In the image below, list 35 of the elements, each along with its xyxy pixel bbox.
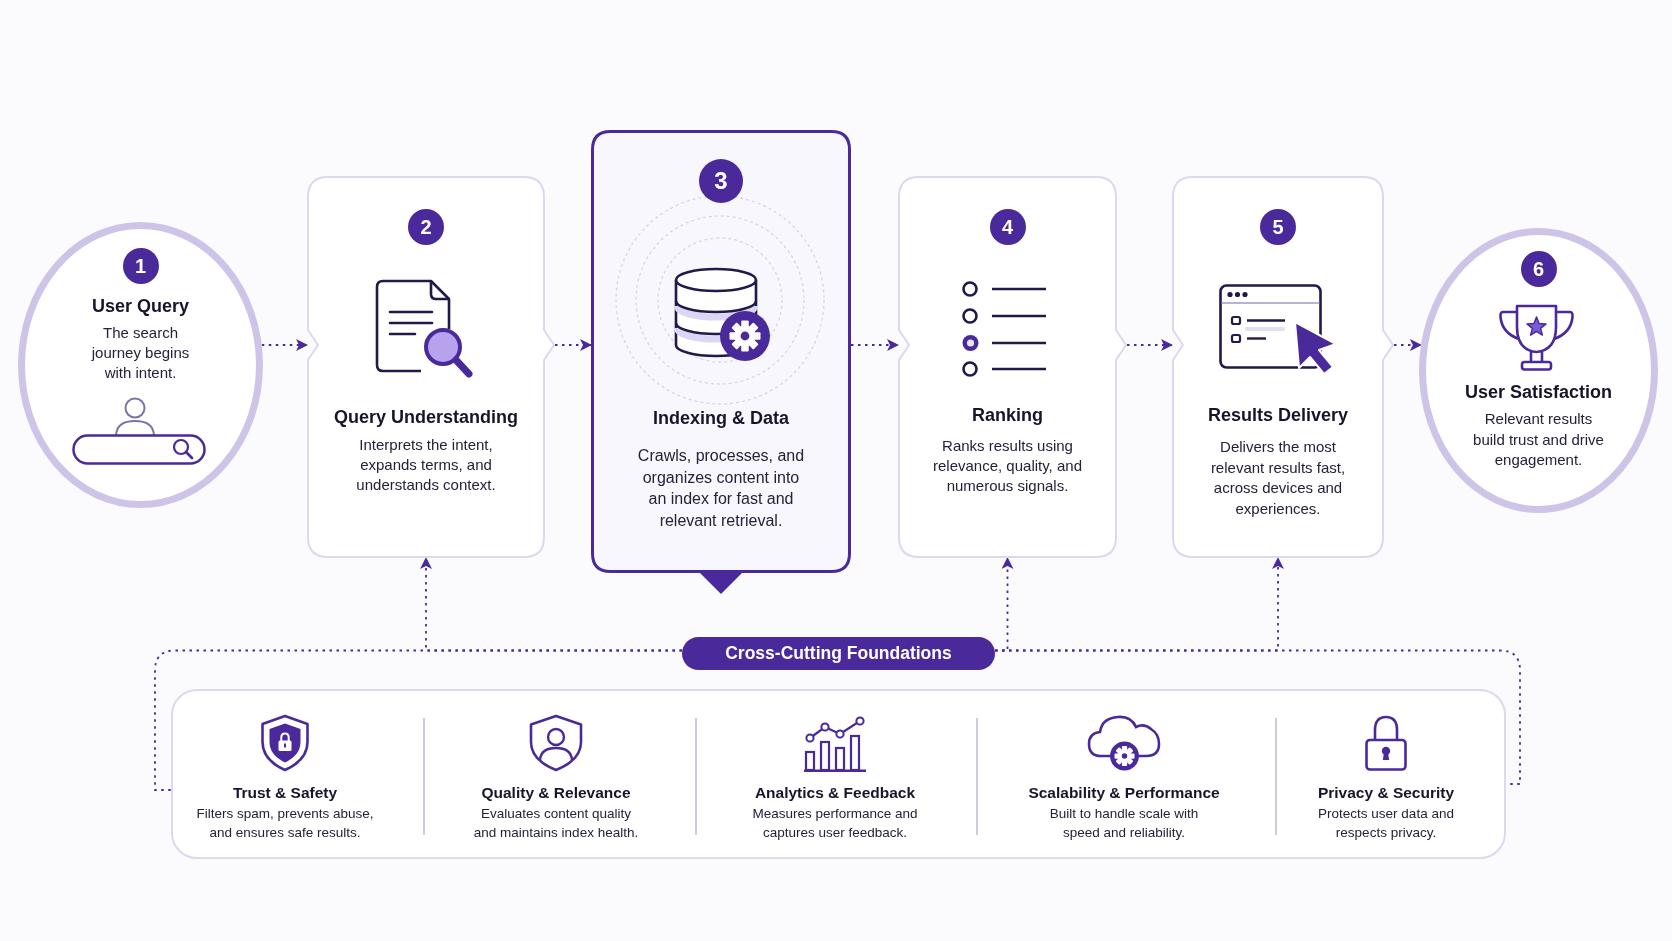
- step-title: Indexing & Data: [653, 407, 789, 429]
- foundation-description: Built to handle scale with speed and reliability.: [1048, 805, 1200, 842]
- step-circle: [1419, 228, 1658, 513]
- step-description: Ranks results using relevance, quality, and numerous signals.: [932, 436, 1083, 496]
- dashed-arrow: [850, 339, 899, 351]
- foundation-description: Measures performance and captures user feedback.: [751, 805, 919, 842]
- step-title: Ranking: [972, 404, 1043, 426]
- foundation-title: Quality & Relevance: [481, 784, 631, 802]
- step-title: Results Delivery: [1207, 404, 1349, 426]
- dashed-arrow: [554, 339, 592, 351]
- step-title: User Satisfaction: [1464, 381, 1613, 403]
- step-title: User Query: [91, 295, 190, 317]
- foundation-description: Evaluates content quality and maintains index health.: [472, 805, 640, 842]
- step-card: [898, 176, 1127, 558]
- foundation-description: Protects user data and respects privacy.: [1317, 805, 1455, 842]
- section-header-pill: Cross-Cutting Foundations: [682, 637, 995, 670]
- step-description: Relevant results build trust and drive engagement.: [1472, 409, 1605, 470]
- step-card: [307, 176, 555, 558]
- foundations-panel: [171, 689, 1506, 859]
- foundation-description: Filters spam, prevents abuse, and ensures safe results.: [195, 805, 375, 842]
- foundation-title: Analytics & Feedback: [754, 784, 916, 802]
- dashed-arrow: [1126, 339, 1173, 351]
- dashed-arrow: [260, 339, 308, 351]
- dashed-arrow: [1393, 339, 1422, 351]
- foundation-title: Trust & Safety: [232, 784, 338, 802]
- step-description: The search journey begins with intent.: [90, 323, 191, 383]
- step-title: Query Understanding: [334, 406, 518, 428]
- step-circle: [18, 222, 263, 508]
- foundation-title: Privacy & Security: [1317, 784, 1455, 802]
- step-description: Interprets the intent, expands terms, and understands context.: [355, 435, 497, 495]
- step-card: [1172, 176, 1394, 558]
- step-description: Delivers the most relevant results fast, across devices and experiences.: [1209, 437, 1347, 519]
- foundation-title: Scalability & Performance: [1028, 784, 1220, 802]
- step-description: Crawls, processes, and organizes content into an index for fast and relevant retrieval.: [636, 446, 806, 531]
- highlighted-step-card: [591, 130, 851, 594]
